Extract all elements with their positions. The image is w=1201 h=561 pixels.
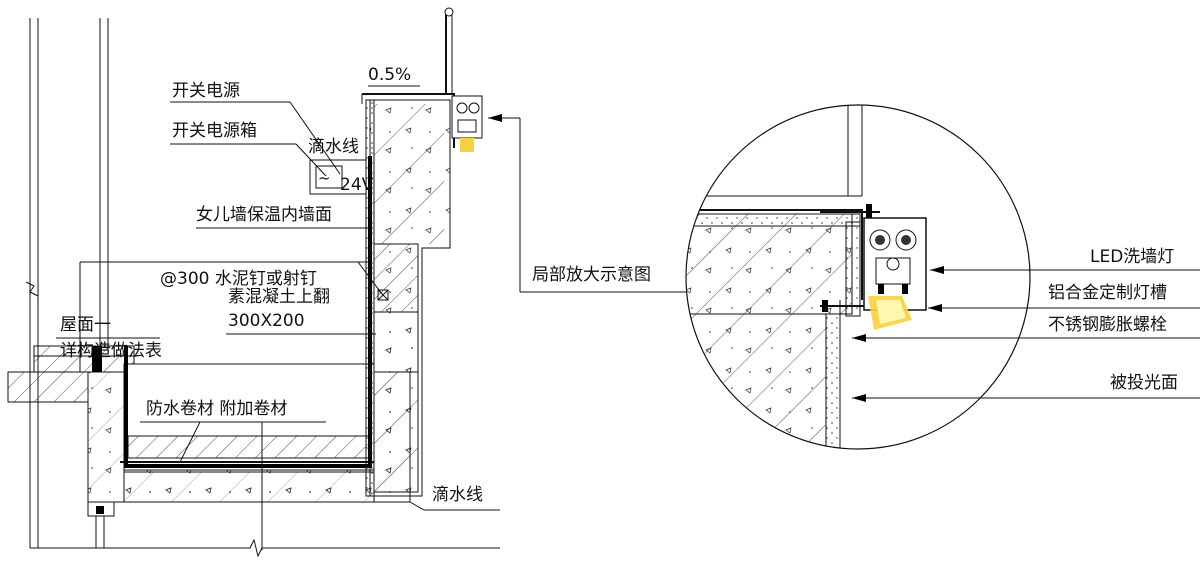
svg-text:~: ~ — [318, 169, 331, 187]
concrete-label-1: 素混凝土上翻 — [228, 287, 330, 307]
membrane-label: 防水卷材 附加卷材 — [146, 399, 287, 419]
enlarged-detail-circle — [685, 104, 1031, 450]
wall-washer-lamp-icon — [451, 95, 483, 152]
roof-layers — [33, 345, 135, 373]
roof-label-1: 屋面一 — [60, 315, 111, 335]
nail-label: @300 水泥钉或射钉 — [160, 269, 317, 289]
nail-icon — [377, 289, 389, 301]
led-wall-washer-label: LED洗墙灯 — [1090, 247, 1174, 267]
aluminum-slot-label: 铝合金定制灯槽 — [1048, 283, 1167, 303]
drip-line-bottom-label: 滴水线 — [432, 485, 483, 505]
floor-slab — [7, 371, 89, 403]
concrete-label-2: 300X200 — [228, 311, 305, 331]
power-box-icon: ~ — [309, 159, 367, 195]
drip-line-top-label: 滴水线 — [308, 137, 359, 157]
wall-washer-lamp-icon — [863, 217, 927, 330]
parapet-insulation-label: 女儿墙保温内墙面 — [196, 205, 332, 225]
slope-label: 0.5% — [368, 65, 411, 85]
voltage-label: 24V — [340, 175, 374, 195]
switch-power-box-label: 开关电源箱 — [172, 121, 257, 141]
roof-label-2: 详构造做法表 — [60, 341, 162, 361]
break-line-icon — [25, 281, 39, 297]
right-labels: LED洗墙灯 铝合金定制灯槽 不锈钢膨胀螺栓 被投光面 — [852, 247, 1200, 402]
lit-surface-label: 被投光面 — [1110, 373, 1178, 393]
stainless-bolt-label: 不锈钢膨胀螺栓 — [1048, 315, 1167, 335]
insulation-layer — [365, 99, 375, 497]
left-section: 0.5% ~ 24V 开关电源 开关电源箱 滴水线 女儿墙保温内墙面 @300 … — [7, 7, 500, 558]
detail-enlarged-label: 局部放大示意图 — [532, 265, 651, 285]
protect-layer — [127, 435, 371, 459]
detail-leader: 局部放大示意图 — [488, 114, 690, 293]
break-line-icon — [30, 538, 500, 558]
switch-power-label: 开关电源 — [172, 81, 240, 101]
